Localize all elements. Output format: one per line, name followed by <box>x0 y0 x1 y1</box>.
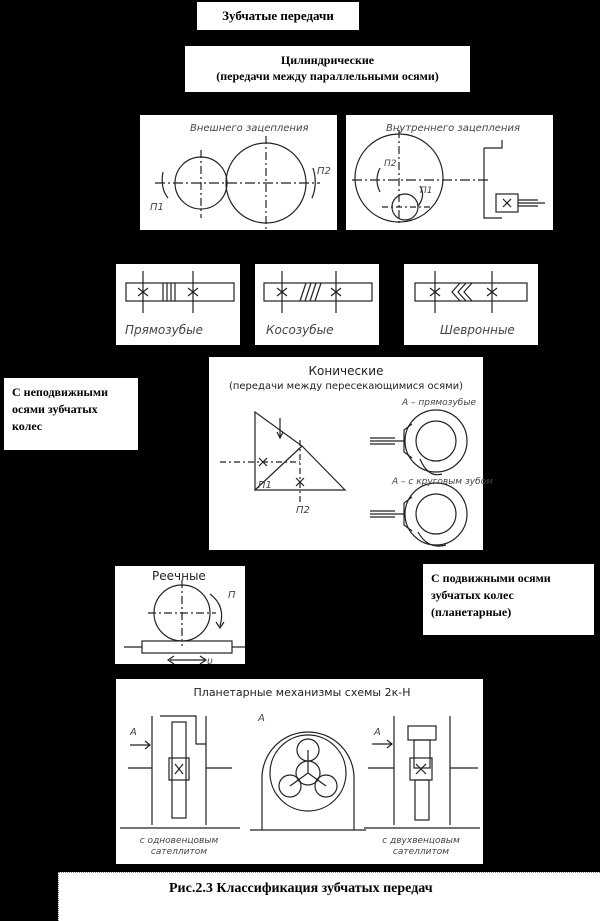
int-n1-label: П1 <box>420 186 433 196</box>
helical-gear-panel <box>255 264 379 345</box>
rack-n-label: П <box>228 590 236 601</box>
internal-mesh-label: Внутреннего зацепления <box>386 123 520 134</box>
rack-title: Реечные <box>152 569 206 583</box>
herringbone-gear-panel <box>404 264 538 345</box>
spur-gear-panel <box>116 264 240 345</box>
planetary-a-right: А <box>373 727 381 738</box>
double-satellite-label: с двухвенцовым сателлитом <box>382 836 460 857</box>
bevel-n2-label: П2 <box>296 505 310 516</box>
single-satellite-fo: с одновенцовым сателлитом <box>139 836 219 857</box>
fixed-axes-label: С неподвижными осями зубчатых колес <box>4 378 138 450</box>
straight-bevel-label: А – прямозубые <box>401 398 476 408</box>
planetary-title: Планетарные механизмы схемы 2к-Н <box>194 686 411 699</box>
spur-gear-drawing <box>125 271 235 313</box>
helical-label: Косозубые <box>266 323 334 337</box>
planetary-single-drawing <box>120 715 240 829</box>
rack-panel <box>115 566 245 664</box>
conical-gear-drawing <box>220 409 468 547</box>
external-mesh-label: Внешнего зацепления <box>190 123 308 134</box>
herringbone-gear-drawing <box>414 271 528 313</box>
diagram-title: Зубчатые передачи <box>197 2 359 30</box>
conical-subtitle: (передачи между пересекающимися осями) <box>229 381 463 392</box>
cylindrical-title: Цилиндрические <box>280 53 375 67</box>
planetary-a-left: А <box>129 727 137 738</box>
planetary-double-drawing <box>364 716 480 829</box>
herringbone-label: Шевронные <box>440 323 515 337</box>
planetary-a-middle: А <box>257 713 265 724</box>
moving-axes-label: С подвижными осями зубчатых колес (плане… <box>423 564 594 635</box>
ext-n1-label: П1 <box>150 202 164 213</box>
ext-n2-label: П2 <box>317 166 331 177</box>
spur-label: Прямозубые <box>125 323 203 337</box>
external-gear-drawing <box>155 136 320 230</box>
circular-bevel-label: А – с круговым зубом <box>391 477 493 487</box>
bevel-n1-label: П1 <box>258 480 272 491</box>
conical-title: Конические <box>308 364 383 378</box>
rack-v-label: υ <box>207 656 213 667</box>
planetary-front-view <box>250 731 366 831</box>
figure-caption-box: Рис.2.3 Классификация зубчатых передач <box>58 872 600 921</box>
int-n2-label: П2 <box>384 159 397 169</box>
cylindrical-subtitle: (передачи между параллельными осями) <box>216 69 439 83</box>
double-satellite-fo: с двухвенцовым сателлитом <box>382 836 460 857</box>
internal-gear-drawing <box>352 130 545 226</box>
single-satellite-label: с одновенцовым сателлитом <box>139 836 219 857</box>
figure-caption: Рис.2.3 Классификация зубчатых передач <box>169 881 433 896</box>
helical-gear-drawing <box>263 271 373 313</box>
rack-drawing <box>124 580 245 665</box>
cylindrical-title-box: Цилиндрические (передачи между параллель… <box>185 46 470 92</box>
